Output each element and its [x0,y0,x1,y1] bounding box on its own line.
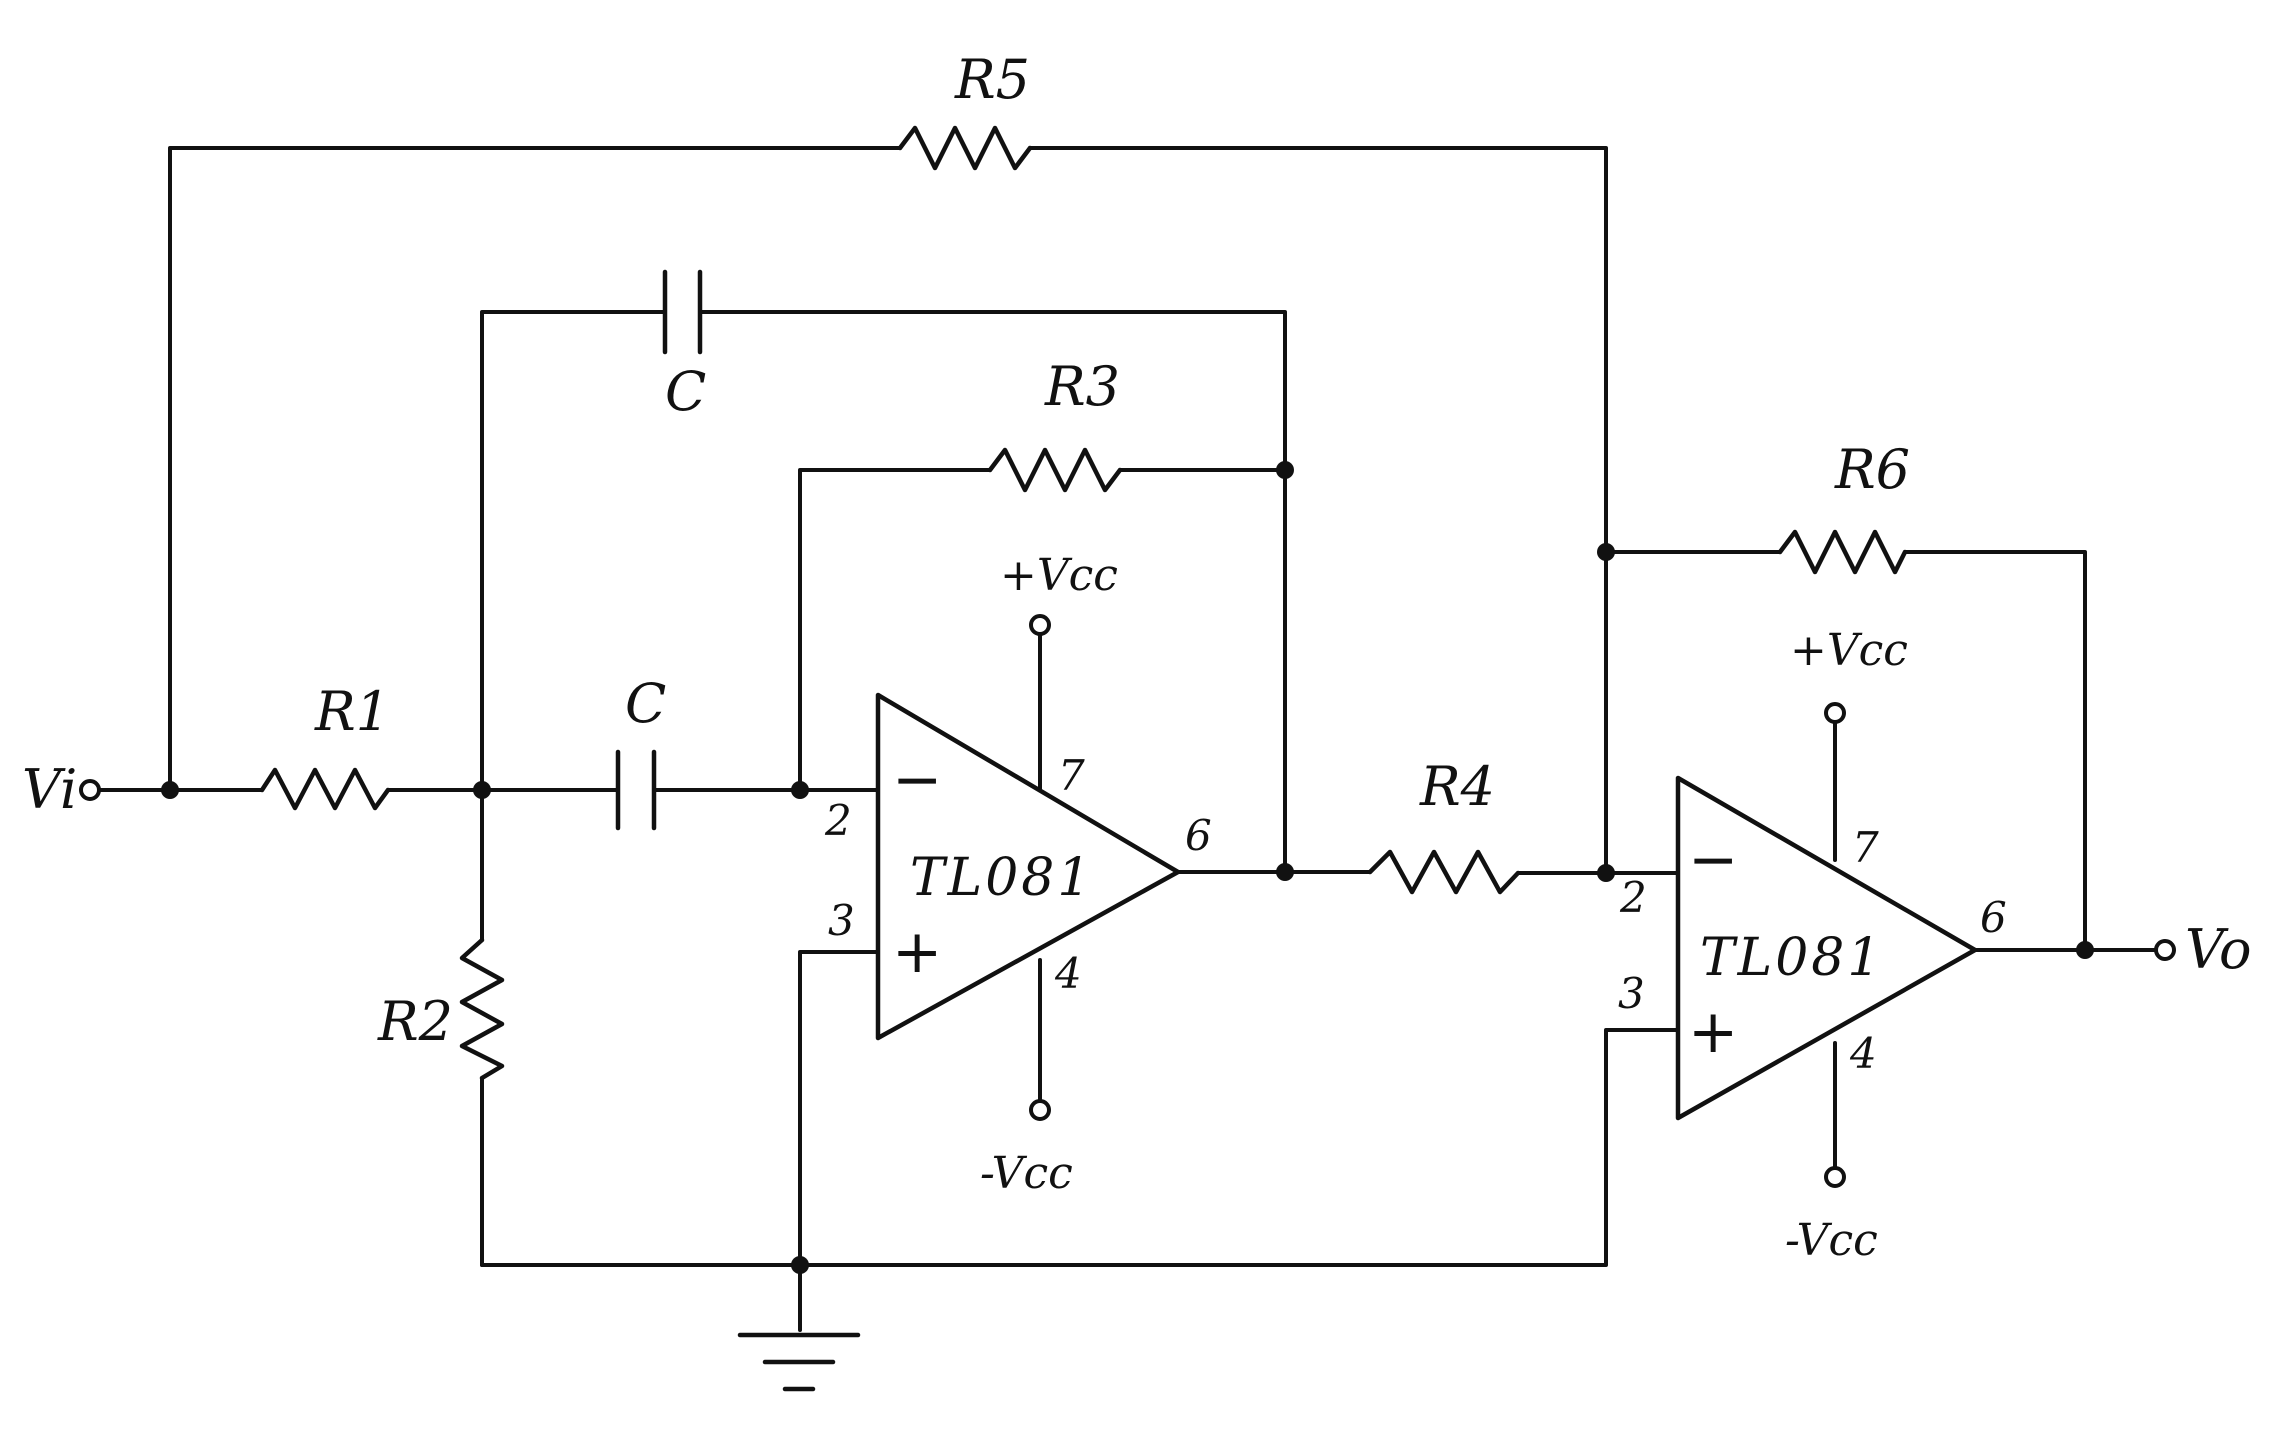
wire-r5-left [168,146,902,792]
op2-supply-neg: -Vcc [1785,1215,1878,1266]
wire-ctop-right [698,310,1287,874]
op2-vminus-terminal [1824,1166,1846,1188]
op1-pin-inv: 2 [824,796,852,845]
wire-r3-left [798,468,992,792]
resistor-r2 [459,937,505,1081]
wire-r5-right [1028,146,1608,875]
op1-vplus-terminal [1029,614,1051,636]
resistor-r5 [897,125,1033,171]
wire-ctop-left [480,310,667,792]
op2-pin-inv: 2 [1619,873,1647,922]
op1-sign-inv: − [892,745,942,815]
op1-pin-vminus: 4 [1054,949,1082,998]
capacitor-c-series [615,749,657,831]
op2-sign-inv: − [1688,825,1738,895]
wires [98,146,2157,1332]
op1-sign-noninv: + [892,917,942,987]
label-r1: R1 [314,680,390,743]
label-vo: Vo [2185,918,2252,981]
wire-ground-bus [480,1028,1680,1267]
op1-ic-name: TL081 [910,848,1093,908]
opamp2-triangle [1675,775,1978,1121]
op2-pin-vminus: 4 [1849,1029,1877,1078]
op1-pin-noninv: 3 [828,896,855,945]
label-r2: R2 [377,990,453,1053]
wire-noninv1-gnd [798,950,880,1332]
op2-vplus-terminal [1824,702,1846,724]
output-terminal [2154,939,2176,961]
resistor-r1 [259,767,391,811]
opamp1-triangle [875,692,1181,1041]
resistor-r6 [1777,529,1908,575]
label-r4: R4 [1419,755,1495,818]
op1-pin-out: 6 [1185,811,1212,860]
op2-pin-noninv: 3 [1618,969,1645,1018]
ground-icon [737,1332,861,1392]
op2-pin-out: 6 [1980,893,2007,942]
label-c-top: C [665,360,706,423]
label-r3: R3 [1044,355,1120,418]
op2-sign-noninv: + [1688,997,1738,1067]
op1-pin-vplus: 7 [1058,751,1085,800]
resistor-r3 [987,447,1123,493]
op2-supply-pos: +Vcc [1790,625,1908,676]
op1-vminus-terminal [1029,1099,1051,1121]
junctions [161,461,2094,1274]
resistor-r4 [1367,849,1521,895]
op1-supply-neg: -Vcc [980,1148,1073,1199]
op2-ic-name: TL081 [1700,928,1883,988]
input-terminal [79,779,101,801]
label-c-series: C [625,672,666,735]
label-r6: R6 [1834,438,1910,501]
capacitor-c-top [662,269,703,355]
label-r5: R5 [954,48,1030,111]
op2-pin-vplus: 7 [1852,823,1879,872]
wire-r6-right [1903,550,2087,952]
label-vi: Vi [22,758,77,821]
op1-supply-pos: +Vcc [1000,550,1118,601]
